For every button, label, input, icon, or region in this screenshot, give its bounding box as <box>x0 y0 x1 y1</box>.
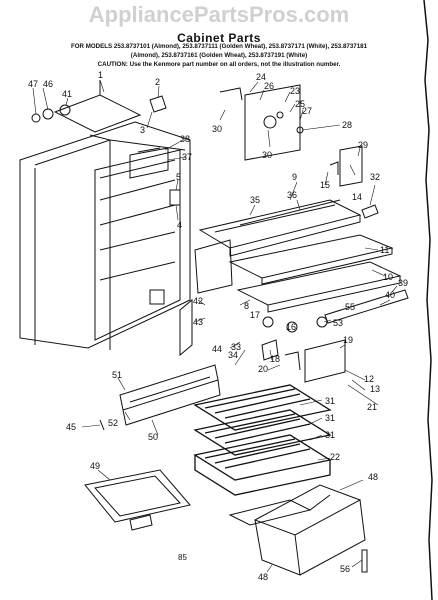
callout-44: 44 <box>212 344 222 354</box>
top-cover <box>53 94 142 133</box>
callout-9: 9 <box>292 172 297 182</box>
callout-26: 26 <box>264 81 274 91</box>
callout-14: 14 <box>352 192 362 202</box>
callout-27: 27 <box>302 106 312 116</box>
screw <box>262 316 274 328</box>
callout-31-c: 31 <box>325 430 335 440</box>
callout-30-left: 30 <box>212 124 222 134</box>
callout-46: 46 <box>43 79 53 89</box>
glass-shelf <box>198 199 362 257</box>
diagram-title: Cabinet Parts <box>177 31 261 45</box>
callout-52: 52 <box>108 418 118 428</box>
crisper-lid <box>84 469 191 531</box>
rear-cover-panel <box>219 84 304 161</box>
callout-3: 3 <box>140 125 145 135</box>
screw <box>286 321 298 333</box>
models-line-2: (Almond), 253.8737161 (Golden Wheat), 25… <box>130 52 308 59</box>
drawer-frame <box>236 261 402 313</box>
callout-23: 23 <box>290 86 300 96</box>
screw <box>316 316 328 328</box>
callout-numbers: 1 2 3 4 5 8 9 10 11 12 13 14 15 16 17 18… <box>28 70 408 582</box>
callout-10: 10 <box>383 272 393 282</box>
callout-47: 47 <box>28 79 38 89</box>
callout-4: 4 <box>177 220 182 230</box>
callout-36: 36 <box>287 190 297 200</box>
light-bulb <box>59 104 71 116</box>
top-hinge <box>149 95 167 113</box>
leveling-screw <box>99 419 105 431</box>
callout-48-upper: 48 <box>368 472 378 482</box>
callout-49: 49 <box>90 461 100 471</box>
callout-53: 53 <box>333 318 343 328</box>
callout-29: 29 <box>358 140 368 150</box>
callout-8: 8 <box>244 301 249 311</box>
callout-42: 42 <box>193 296 203 306</box>
callout-39: 39 <box>398 278 408 288</box>
callout-33: 33 <box>231 342 241 352</box>
crisper-drawers <box>228 484 366 576</box>
light-socket <box>42 108 54 120</box>
callout-28: 28 <box>342 120 352 130</box>
wire-shelf-lower <box>193 434 332 496</box>
wire-shelf-upper <box>193 384 332 431</box>
models-line-1: FOR MODELS 253.8737101 (Almond), 253.873… <box>70 43 368 50</box>
callout-25: 25 <box>295 99 305 109</box>
callout-5: 5 <box>176 172 181 182</box>
door-stop <box>261 339 279 361</box>
callout-22: 22 <box>330 452 340 462</box>
crisper-seal <box>361 204 379 219</box>
callout-16: 16 <box>286 322 296 332</box>
callout-34: 34 <box>228 350 238 360</box>
callout-12: 12 <box>364 374 374 384</box>
page-number: 85 <box>178 553 187 562</box>
watermark: AppliancePartsPros.com <box>88 2 350 27</box>
wire-shelf-middle <box>193 409 332 456</box>
callout-41: 41 <box>62 89 72 99</box>
callout-51: 51 <box>112 370 122 380</box>
bulb-cover <box>31 113 41 123</box>
callout-48-lower: 48 <box>258 572 268 582</box>
callout-17: 17 <box>250 310 260 320</box>
callout-32: 32 <box>370 172 380 182</box>
door-handle-trim <box>119 364 221 426</box>
callout-18: 18 <box>270 354 280 364</box>
callout-15: 15 <box>320 180 330 190</box>
callout-13: 13 <box>370 384 380 394</box>
caution-line: CAUTION: Use the Kenmore part number on … <box>97 61 341 68</box>
callout-31-b: 31 <box>325 413 335 423</box>
callout-55: 55 <box>345 302 355 312</box>
callout-1: 1 <box>98 70 103 80</box>
bracket <box>304 339 346 383</box>
callout-30-right: 30 <box>262 150 272 160</box>
callout-21: 21 <box>367 402 377 412</box>
callout-20: 20 <box>258 364 268 374</box>
thermostat <box>339 145 363 187</box>
callout-38: 38 <box>180 134 190 144</box>
callout-40: 40 <box>385 290 395 300</box>
callout-11: 11 <box>380 245 389 255</box>
crisper-cover <box>228 234 394 285</box>
callout-50: 50 <box>148 432 158 442</box>
torn-page-edge <box>423 0 433 600</box>
drawer-divider <box>361 549 368 573</box>
callout-2: 2 <box>155 77 160 87</box>
callout-35: 35 <box>250 195 260 205</box>
callout-45: 45 <box>66 422 76 432</box>
callout-43: 43 <box>193 317 203 327</box>
callout-31-a: 31 <box>325 396 335 406</box>
cabinet-shell <box>19 121 191 350</box>
shelf-trim <box>194 239 233 294</box>
side-bracket <box>169 189 181 206</box>
callout-56: 56 <box>340 564 350 574</box>
callout-37: 37 <box>182 152 192 162</box>
callout-24: 24 <box>256 72 266 82</box>
control-housing <box>129 147 169 179</box>
callout-19: 19 <box>343 335 353 345</box>
